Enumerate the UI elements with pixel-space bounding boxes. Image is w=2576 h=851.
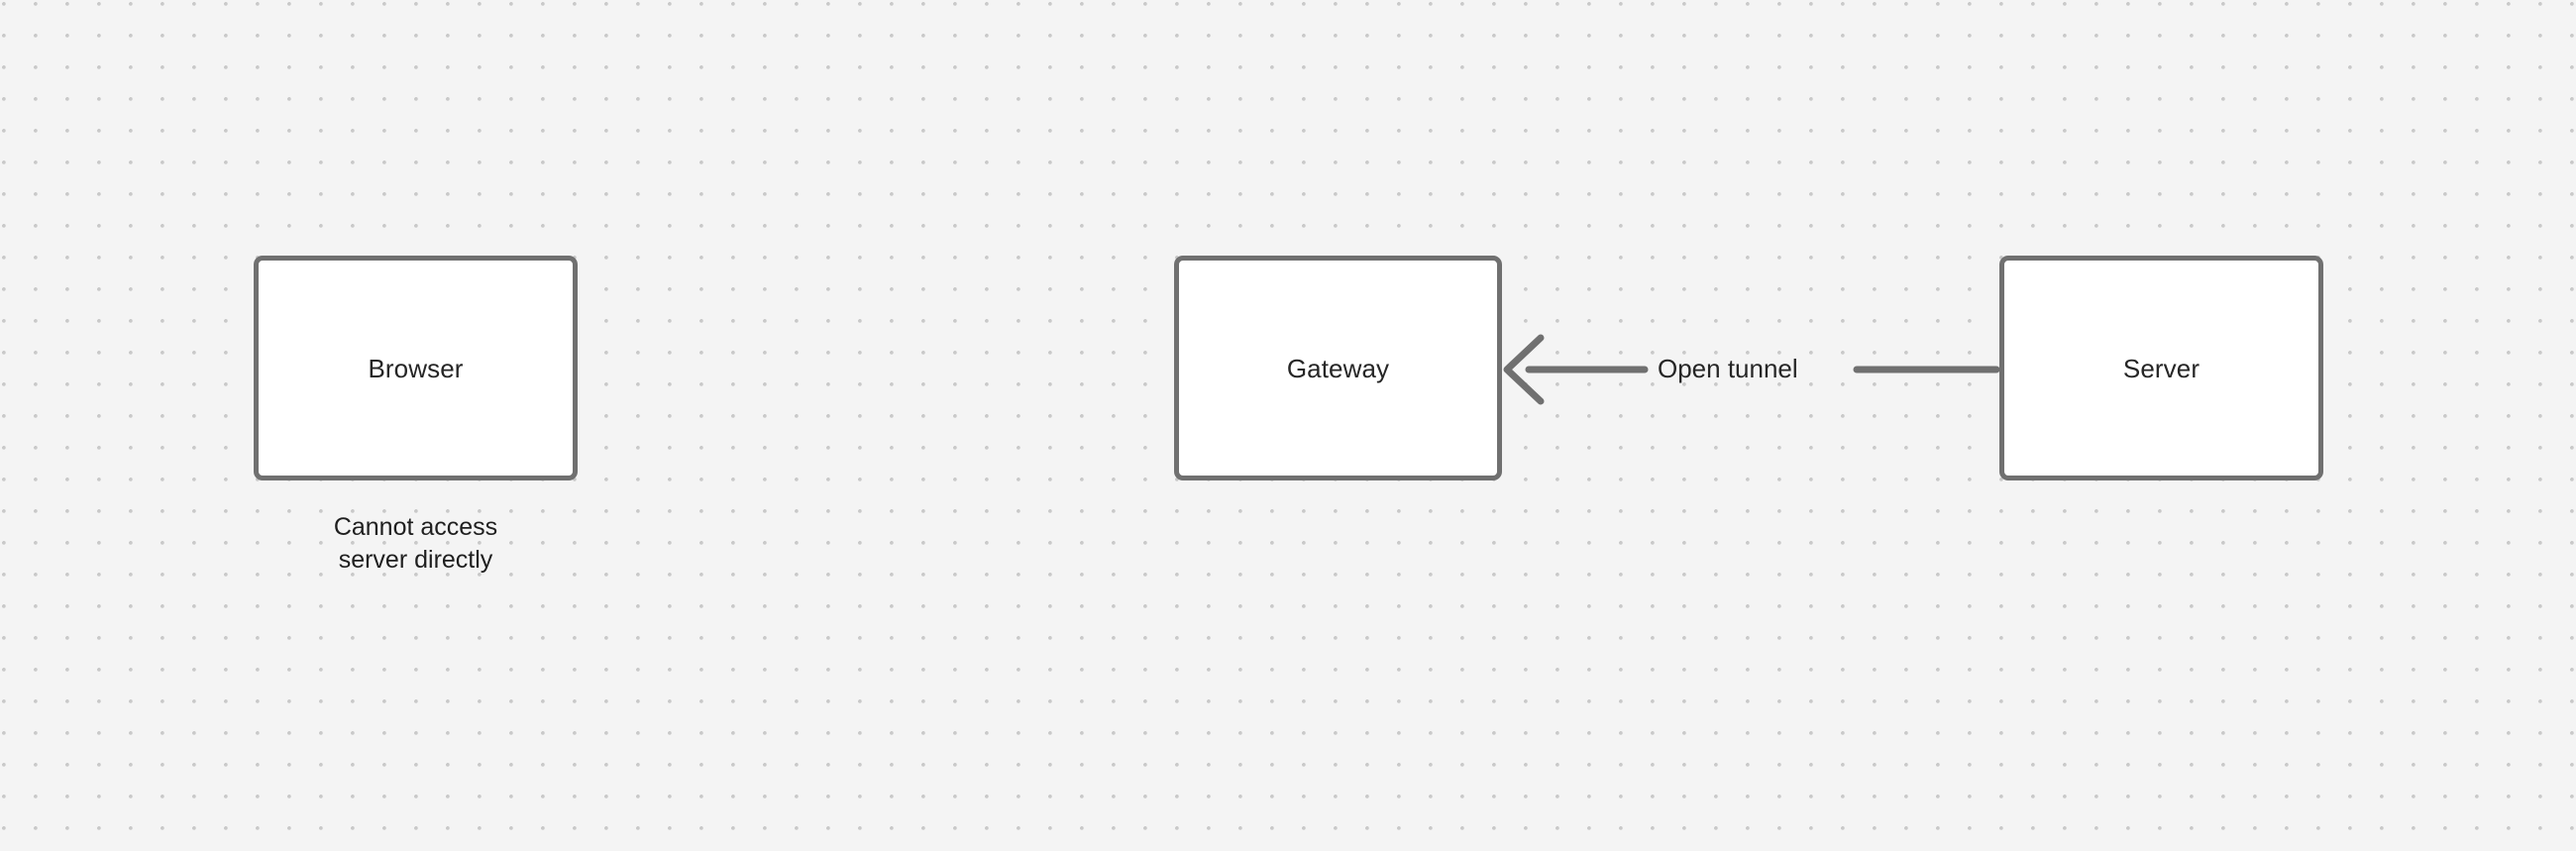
node-browser-caption-line-1: Cannot access	[333, 513, 498, 541]
arrowhead-left-icon	[1503, 334, 1545, 405]
node-browser-caption-line-2: server directly	[338, 546, 493, 574]
node-browser[interactable]: Browser	[254, 256, 578, 480]
edge-label-open-tunnel: Open tunnel	[1658, 354, 1798, 383]
node-server-label: Server	[2122, 353, 2200, 383]
node-gateway[interactable]: Gateway	[1174, 256, 1502, 480]
node-browser-caption: Cannot access server directly	[254, 511, 578, 577]
node-browser-label: Browser	[368, 353, 464, 383]
node-gateway-label: Gateway	[1286, 353, 1390, 383]
node-server[interactable]: Server	[1999, 256, 2323, 480]
